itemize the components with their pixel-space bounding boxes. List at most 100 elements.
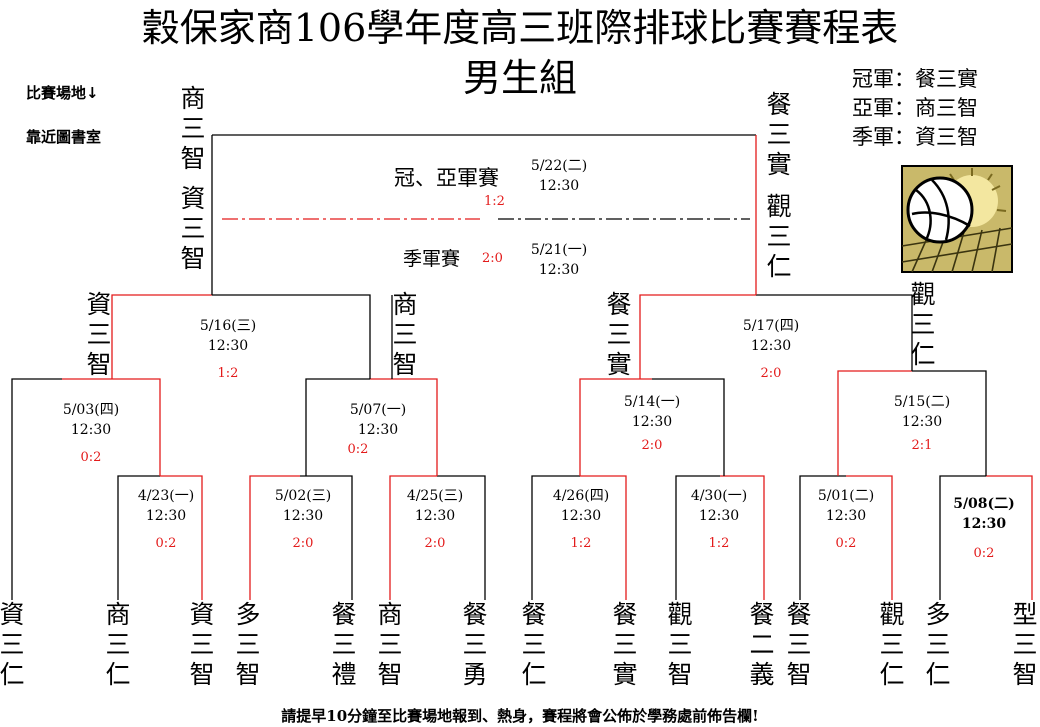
team-9: 餐三實 [612,600,638,689]
match-time: 12:30 [70,422,112,438]
r6-lines [799,475,893,600]
match-r6: 5/01(二) 12:30 0:2 [791,486,901,554]
match-date: 5/22(二) [530,158,588,174]
finalist-right-top: 餐三實 [766,90,792,179]
match-third: 5/21(一) 12:30 [504,240,614,280]
finalist-left-top: 商三智 [180,84,206,173]
page-title: 穀保家商106學年度高三班際排球比賽賽程表 [141,6,899,50]
r7-lines [939,475,1033,600]
r3-left-leg [389,475,437,600]
match-time: 12:30 [750,338,792,354]
match-score: 0:2 [835,536,857,551]
q3-right-leg [652,378,725,476]
match-final-score: 1:2 [484,194,505,209]
r4-left-leg [531,475,580,600]
team-13: 觀三仁 [879,600,905,689]
match-date: 4/25(三) [406,488,464,504]
match-r2: 5/02(三) 12:30 2:0 [248,486,358,554]
match-time: 12:30 [538,262,580,278]
semi-left-leg-a [111,294,212,379]
r3-right-leg [437,475,486,600]
r2-left-leg [249,475,300,600]
match-time: 12:30 [560,508,602,524]
third-place-text: 季軍：資三智 [852,125,978,149]
r3-lines [389,475,486,600]
team-11: 餐二義 [749,600,775,689]
runner-up-text: 亞軍：商三智 [852,96,978,120]
match-time: 12:30 [282,508,324,524]
r5-lines [675,475,765,600]
match-score: 2:0 [641,438,663,453]
match-date: 5/02(三) [274,488,332,504]
match-time: 12:30 [145,508,187,524]
match-r7: 5/08(二) 12:30 0:2 [929,494,1039,564]
match-time: 12:30 [538,178,580,194]
match-date: 5/08(二) [953,496,1015,512]
match-time: 12:30 [414,508,456,524]
semi-winner-a: 資三智 [86,290,112,379]
r7-left-leg [939,475,986,600]
q1-right-leg [62,378,161,476]
r7-right-leg [986,475,1033,600]
match-score: 2:1 [911,438,933,453]
q3-lines [579,378,725,476]
footer-note: 請提早10分鐘至比賽場地報到、熱身，賽程將會公佈於學務處前佈告欄! [281,707,759,725]
match-third-score: 2:0 [482,251,503,266]
semi-winner-c: 餐三實 [606,290,632,379]
match-date: 5/15(二) [893,394,951,410]
match-score: 2:0 [292,536,314,551]
match-date: 4/30(一) [690,488,748,504]
semi-right-leg-a [639,294,756,379]
match-date: 5/21(一) [530,242,588,258]
r1-left-leg [117,475,160,600]
match-time: 12:30 [901,414,943,430]
champion-text: 冠軍：餐三實 [852,67,978,91]
q1-lines [11,378,161,600]
match-time: 12:30 [961,516,1007,532]
r5-left-leg [675,475,720,600]
match-semi-left: 5/16(三) 12:30 1:2 [173,316,283,384]
team-14: 多三仁 [925,600,951,689]
match-time: 12:30 [698,508,740,524]
match-score: 1:2 [570,536,592,551]
match-date: 5/14(一) [623,394,681,410]
match-time: 12:30 [207,338,249,354]
final-lines [211,134,757,295]
team-4: 多三智 [235,600,261,689]
match-r3: 4/25(三) 12:30 2:0 [380,486,490,554]
r2-right-leg [300,475,353,600]
r6-right-leg [846,475,893,600]
team-3: 資三智 [189,600,215,689]
match-date: 4/23(一) [137,488,195,504]
match-q4: 5/15(二) 12:30 2:1 [867,392,977,456]
match-r5: 4/30(一) 12:30 1:2 [664,486,774,554]
r6-left-leg [799,475,846,600]
team-15: 型三智 [1012,600,1038,689]
match-score: 0:2 [973,546,995,561]
q3-left-leg [579,378,652,476]
match-score: 2:0 [424,536,446,551]
match-date: 5/03(四) [62,402,120,418]
match-score: 0:2 [155,536,177,551]
match-time: 12:30 [825,508,867,524]
match-score: 0:2 [80,450,102,465]
volleyball-icon [901,165,1013,273]
page-subtitle: 男生組 [462,56,577,100]
team-8: 餐三仁 [521,600,547,689]
r4-lines [531,475,627,600]
match-q3: 5/14(一) 12:30 2:0 [597,392,707,456]
match-q1: 5/03(四) 12:30 0:2 [36,400,146,468]
r4-right-leg [580,475,627,600]
final-label: 冠、亞軍賽 [394,166,499,190]
q4-left-leg [837,370,912,476]
match-time: 12:30 [631,414,673,430]
r1-right-leg [160,475,203,600]
match-date: 5/01(二) [817,488,875,504]
match-score: 0:2 [347,442,369,457]
r1-lines [117,475,203,600]
q2-left-leg [305,378,370,476]
team-6: 商三智 [377,600,403,689]
match-score: 2:0 [760,366,782,381]
q4-right-leg [912,370,987,476]
